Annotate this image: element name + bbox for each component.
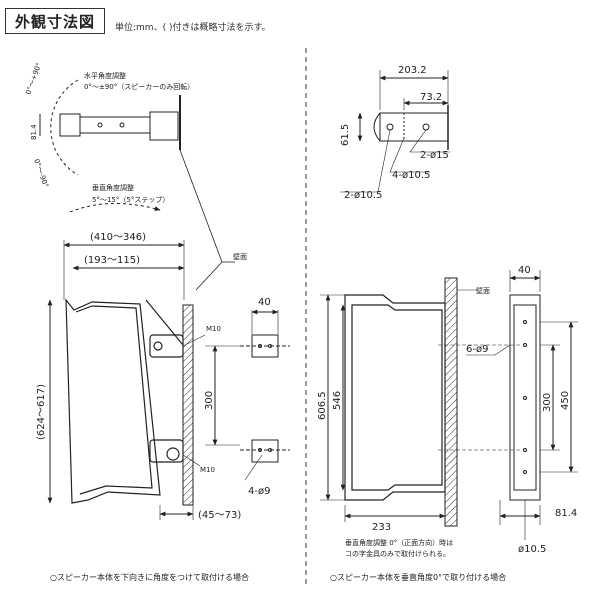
horizontal-angle-label: 水平角度調整 [84,71,126,80]
right-dim-546: 546 [332,391,343,410]
right-dim-10-5: ø10.5 [518,544,546,555]
unit-note: 単位:mm、( )付きは概略寸法を示す。 [115,23,271,33]
right-dim-233: 233 [372,522,391,533]
left-dim-624-617: (624～617) [36,384,47,440]
page-title: 外観寸法図 [5,8,105,34]
left-top-mini-view [39,79,181,176]
horizontal-angle-value: 0°～±90°（スピーカーのみ回転） [84,83,194,91]
left-dim-45-73: (45～73) [198,510,241,521]
tr-dim-61-5: 61.5 [340,124,351,146]
right-speaker-body [344,294,446,501]
right-wall-hatch [444,277,458,527]
m10-top-label: M10 [206,325,221,333]
right-dim-606-5: 606.5 [317,391,328,420]
top-right-bracket-view [373,105,449,150]
left-wall-hatch [182,304,194,506]
tr-dim-4-10-5: 4-ø10.5 [392,170,430,181]
left-speaker-body [65,298,184,504]
left-caption: ○スピーカー本体を下向きに角度をつけて取付ける場合 [50,572,249,582]
right-caption: ○スピーカー本体を垂直角度0°で取り付ける場合 [330,572,506,582]
left-dim-410-346: (410～346) [90,232,146,243]
tr-dim-73-2: 73.2 [420,92,442,103]
left-dim-40: 40 [258,297,271,308]
right-dim-81-4: 81.4 [555,508,577,519]
left-dim-193-115: (193～115) [84,255,140,266]
right-side-bracket [509,294,541,501]
tr-dim-2-10-5: 2-ø10.5 [344,190,382,201]
left-dim-300: 300 [204,391,215,410]
vertical-angle-label: 垂直角度調整 [92,183,134,192]
right-dim-450: 450 [560,391,571,410]
m10-bottom-label: M10 [200,466,215,474]
right-note-line1: 垂直角度調整 0°（正面方向）時は [345,538,453,547]
tr-dim-203-2: 203.2 [398,65,427,76]
left-dim-81-4: 81.4 [30,124,38,140]
arc-top-label: 0°～+90° [24,62,43,96]
left-dim-4-9: 4-ø9 [248,486,270,497]
right-dim-40: 40 [518,265,531,276]
vertical-angle-value: 5°～15°（5°ステップ） [92,196,169,204]
left-bracket-plates [240,334,290,463]
right-dim-300: 300 [542,393,553,412]
right-wall-label: 壁面 [476,286,490,295]
arc-bottom-label: 0°～-90° [32,158,50,189]
right-dim-6-9: 6-ø9 [466,344,488,355]
right-note-line2: コの字金具のみで取付けられる。 [345,549,450,558]
tr-dim-2-15: 2-ø15 [420,150,449,161]
left-wall-label: 壁面 [233,252,247,261]
